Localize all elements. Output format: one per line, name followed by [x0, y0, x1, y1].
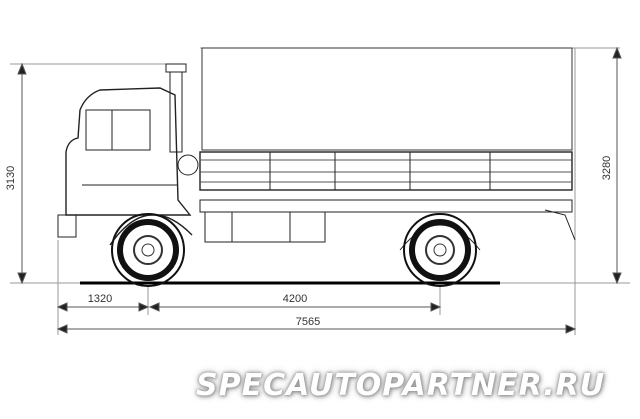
dimension-height-awning: 3280 — [601, 156, 613, 180]
dimension-height-cab: 3130 — [5, 166, 17, 190]
dimension-overall-length: 7565 — [296, 316, 320, 328]
watermark: SPECAUTOPARTNER.RU — [196, 368, 606, 403]
dimension-wheelbase: 4200 — [283, 293, 307, 305]
rear-wheel — [403, 213, 477, 287]
front-wheel — [111, 213, 185, 287]
dimension-front-overhang: 1320 — [88, 293, 112, 305]
